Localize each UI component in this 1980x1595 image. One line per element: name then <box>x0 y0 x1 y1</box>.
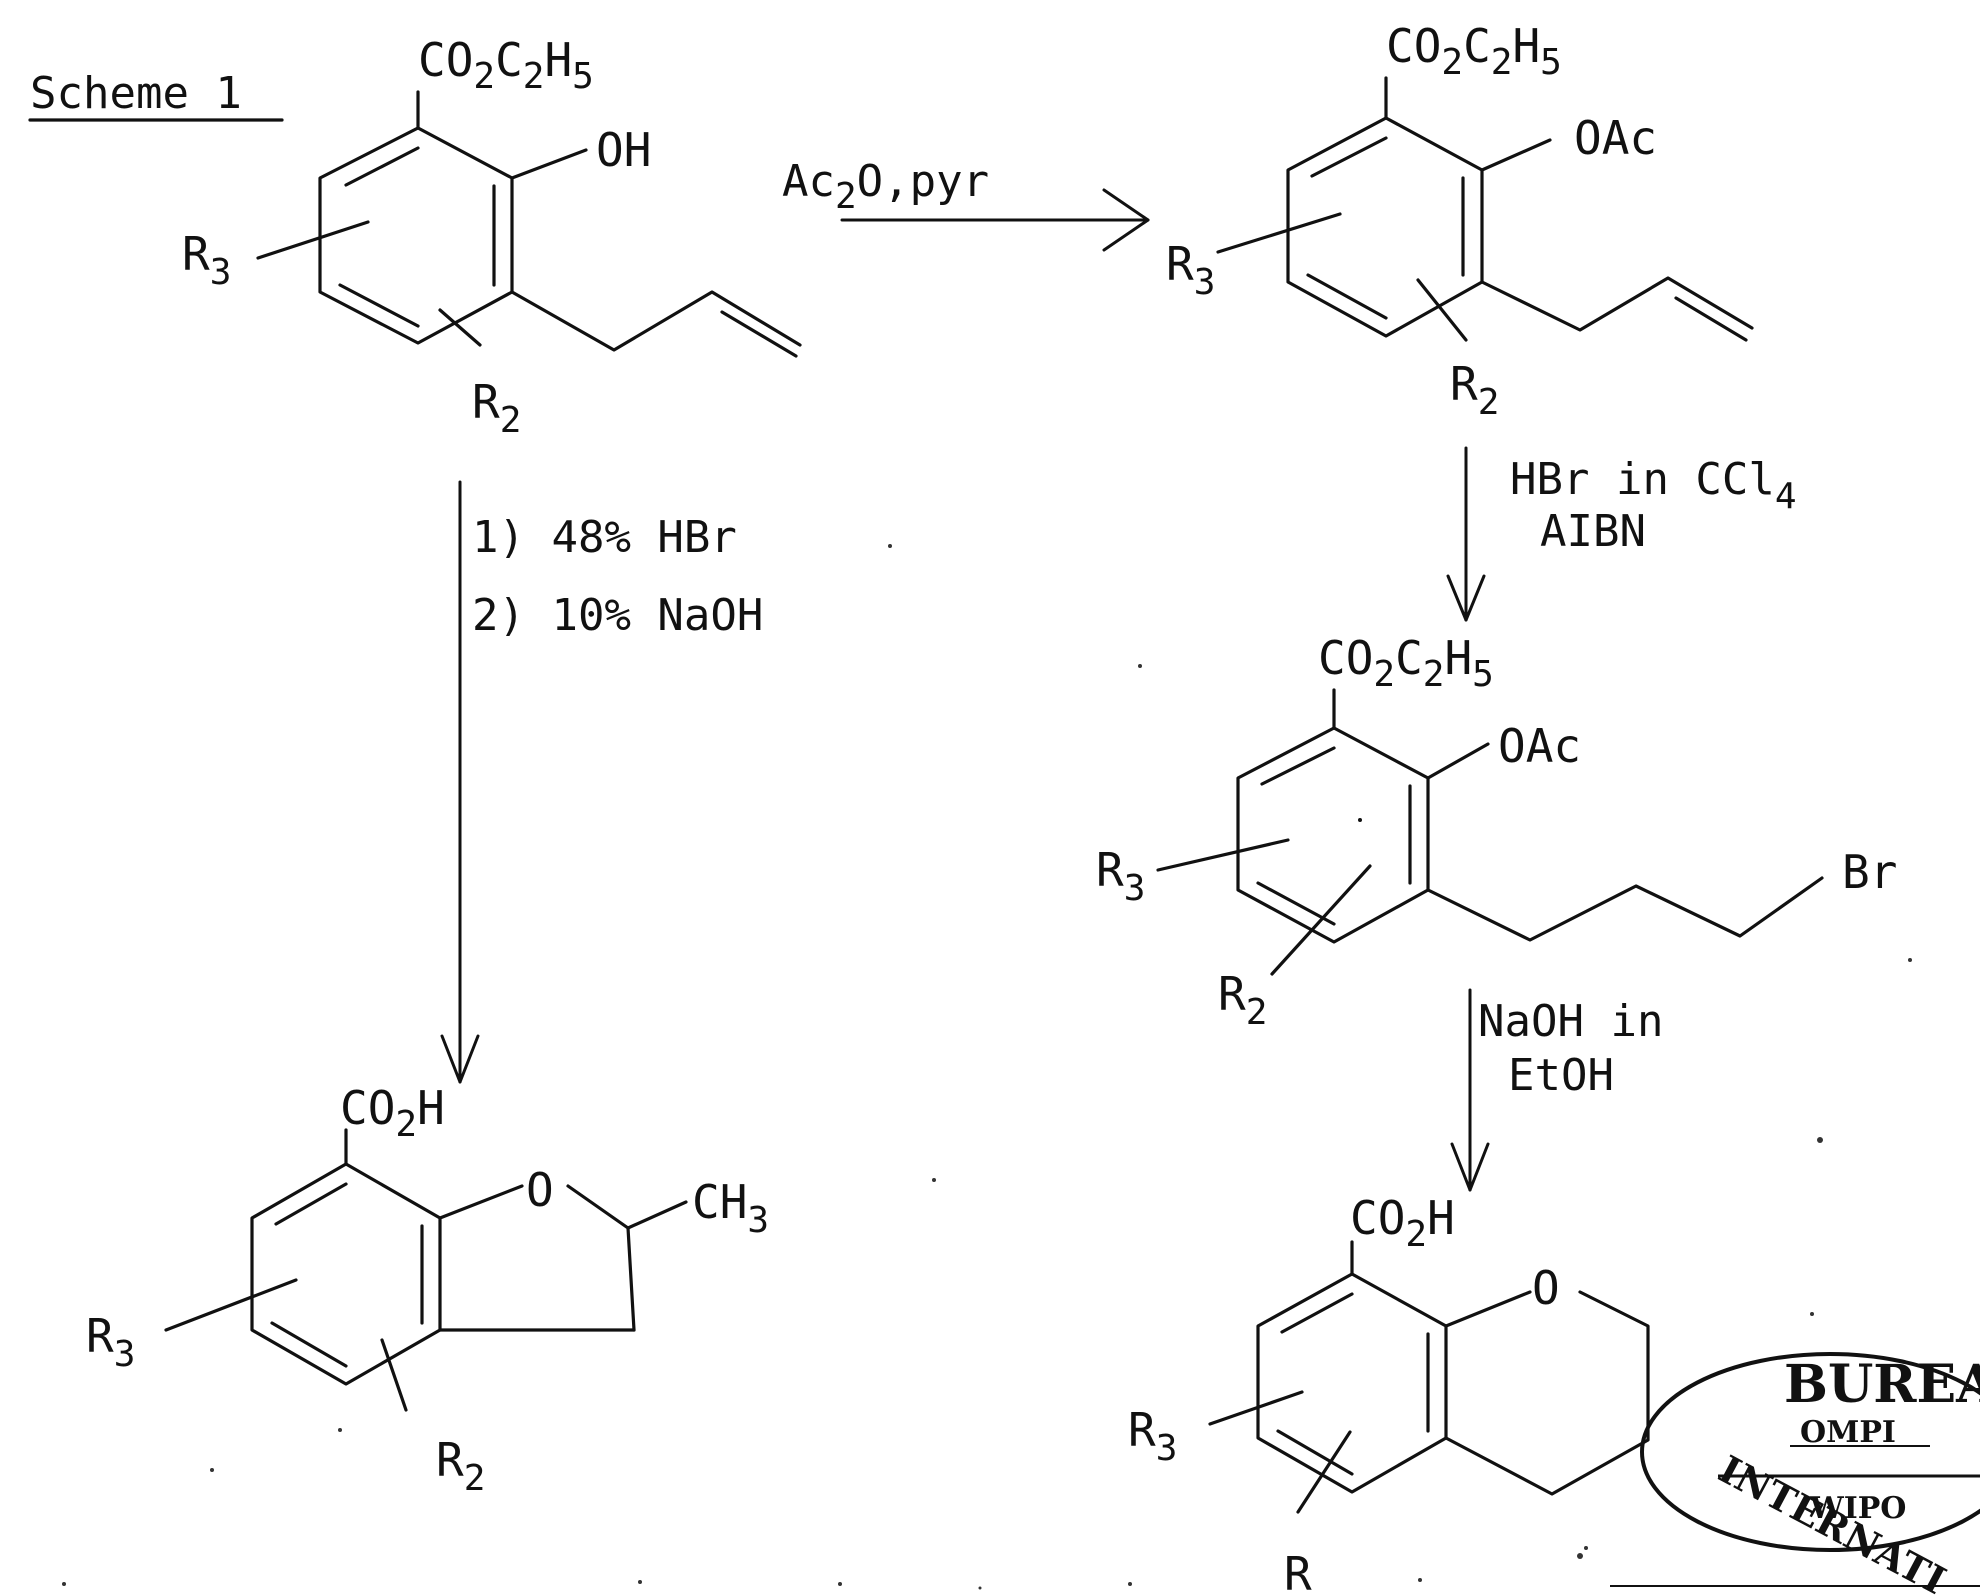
structure-dihydrobenzofuran-acid: CO2H O CH3 R3 R2 <box>86 1081 769 1499</box>
methyl-label: CH3 <box>692 1175 769 1241</box>
acetoxy-label: OAc <box>1498 719 1581 773</box>
ester-label: CO2C2H5 <box>1318 631 1494 695</box>
r2-label: R2 <box>472 375 521 441</box>
ring-closure-condition-2: EtOH <box>1508 1050 1614 1101</box>
hydroxyl-label: OH <box>596 123 651 177</box>
acid-label: CO2H <box>340 1081 445 1145</box>
r2-label: R2 <box>1450 357 1499 423</box>
structure-chromane-acid: CO2H O R3 R <box>1128 1191 1648 1595</box>
bromination-condition-2: AIBN <box>1540 506 1646 557</box>
scan-noise <box>62 544 1912 1590</box>
r2-label: R2 <box>1218 967 1267 1033</box>
r3-label: R3 <box>1096 843 1145 909</box>
arrow-bromination: HBr in CCl4 AIBN <box>1448 448 1797 620</box>
bromo-label: Br <box>1842 845 1897 899</box>
acetoxy-label: OAc <box>1574 111 1657 165</box>
stamp-top-text: BUREA <box>1784 1354 1980 1415</box>
cyclization-step1: 1) 48% HBr <box>472 512 737 563</box>
cyclization-step2: 2) 10% NaOH <box>472 590 763 641</box>
ring-oxygen-label: O <box>526 1163 554 1217</box>
acetylation-condition: Ac2O,pyr <box>782 156 989 217</box>
ester-label: CO2C2H5 <box>418 33 594 97</box>
structure-allyl-phenol: CO2C2H5 OH R3 R2 <box>182 33 800 441</box>
ring-oxygen-label: O <box>1532 1261 1560 1315</box>
scheme-title: Scheme 1 <box>30 68 242 119</box>
acid-label: CO2H <box>1350 1191 1455 1255</box>
arrow-cyclization: 1) 48% HBr 2) 10% NaOH <box>442 482 763 1082</box>
ring-closure-condition-1: NaOH in <box>1478 996 1663 1047</box>
structure-allyl-acetate: CO2C2H5 OAc R3 R2 <box>1166 19 1752 423</box>
arrow-acetylation: Ac2O,pyr <box>782 156 1148 250</box>
wipo-stamp: BUREA OMPI WIPO INTERNATI <box>1642 1354 1980 1595</box>
r2-label: R2 <box>436 1433 485 1499</box>
ester-label: CO2C2H5 <box>1386 19 1562 83</box>
structure-bromopropyl-acetate: CO2C2H5 OAc Br R3 R2 <box>1096 631 1897 1033</box>
r2-label-cut: R <box>1284 1547 1312 1595</box>
r3-label: R3 <box>182 227 231 293</box>
stamp-bottom-text: INTERNATI <box>1712 1446 1953 1595</box>
r3-label: R3 <box>1128 1403 1177 1469</box>
r3-label: R3 <box>86 1309 135 1375</box>
stamp-middle-text: OMPI <box>1800 1415 1896 1450</box>
r3-label: R3 <box>1166 237 1215 303</box>
arrow-ring-closure: NaOH in EtOH <box>1452 990 1663 1190</box>
